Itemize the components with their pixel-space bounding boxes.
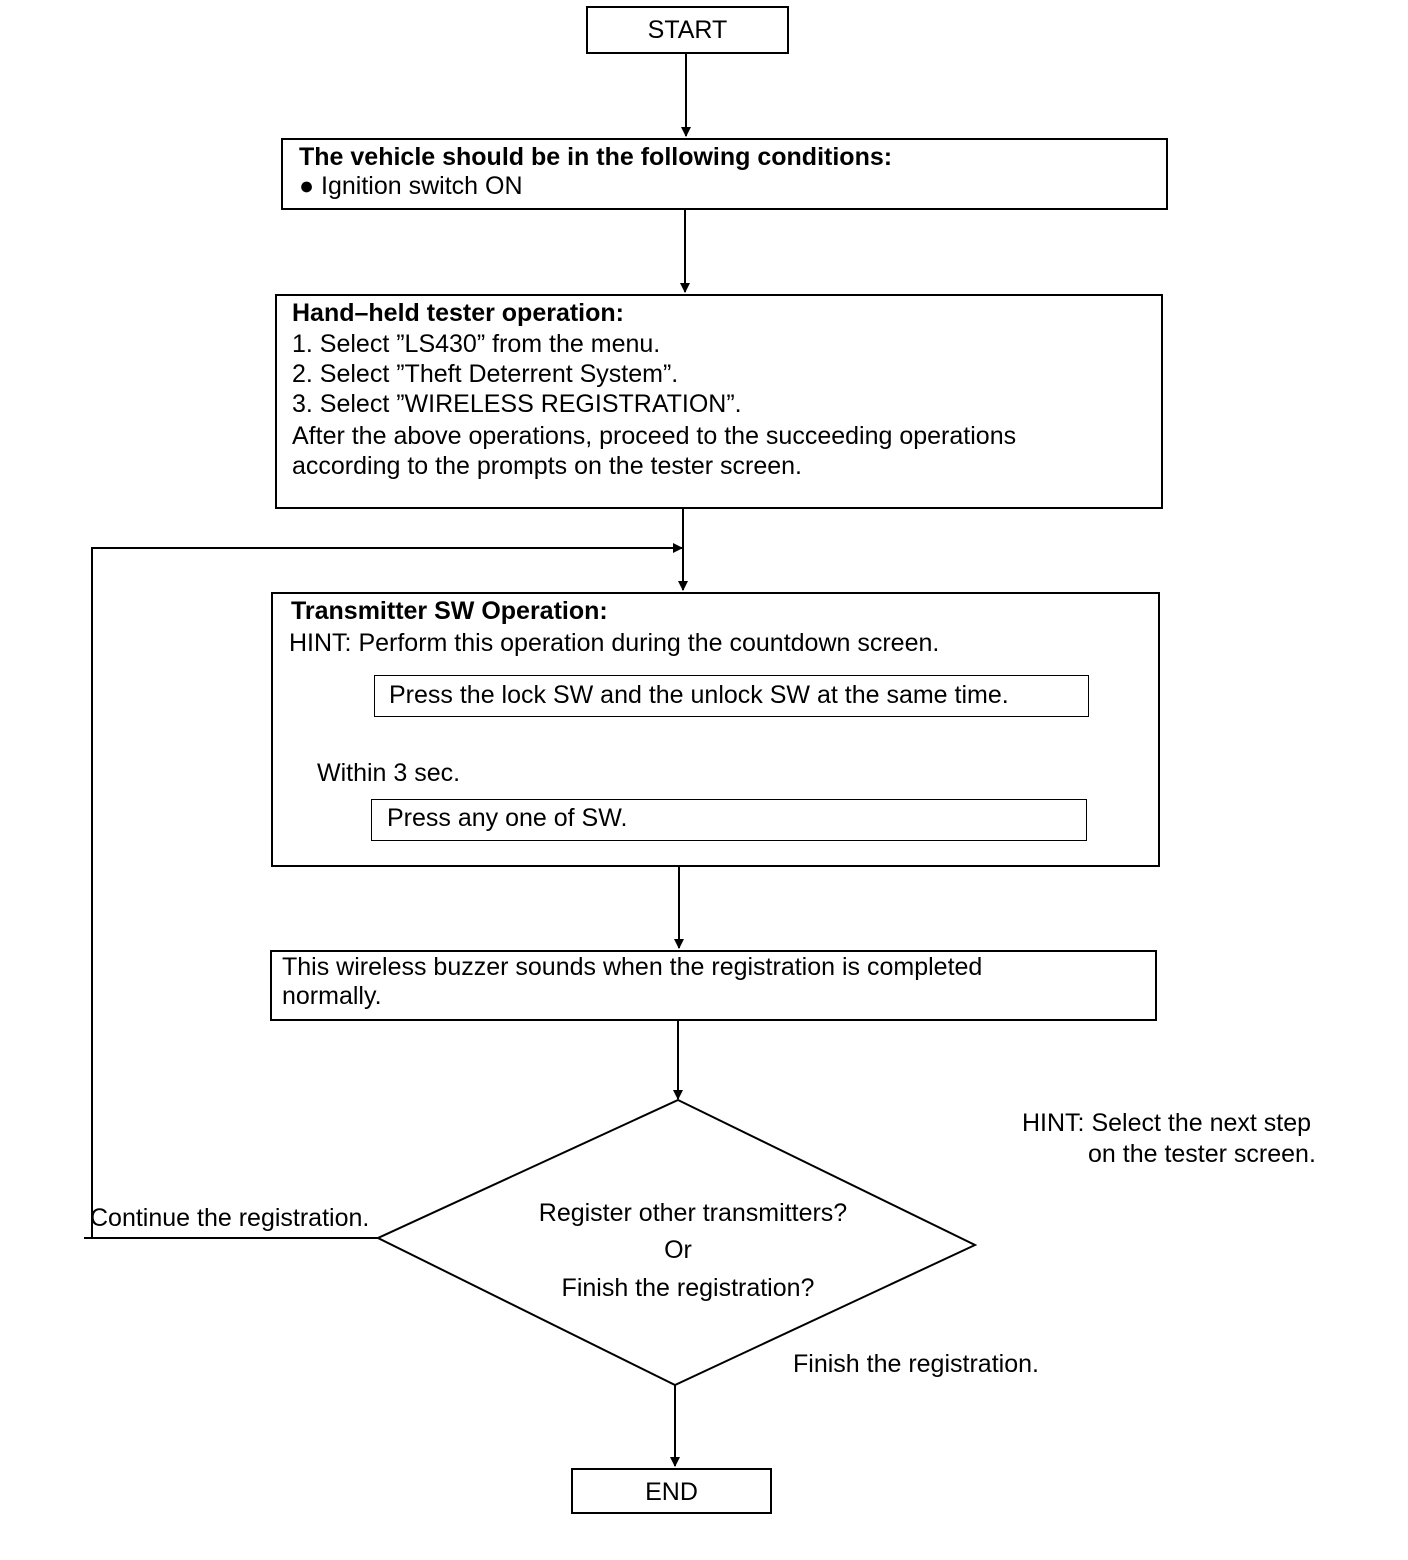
buzzer-line-1: This wireless buzzer sounds when the reg…: [282, 953, 983, 981]
tester-note-line-2: according to the prompts on the tester s…: [292, 452, 802, 480]
end-terminal: END: [571, 1468, 772, 1514]
lock-unlock-step-box: Press the lock SW and the unlock SW at t…: [374, 675, 1089, 717]
tester-step-1: 1. Select ”LS430” from the menu.: [292, 330, 661, 358]
tester-operation-box: Hand–held tester operation: 1. Select ”L…: [275, 294, 1163, 509]
tester-step-3: 3. Select ”WIRELESS REGISTRATION”.: [292, 390, 742, 418]
lock-unlock-step-text: Press the lock SW and the unlock SW at t…: [389, 681, 1009, 709]
side-hint-line-1: HINT: Select the next step: [1022, 1109, 1312, 1137]
conditions-item: ● Ignition switch ON: [299, 172, 523, 200]
side-hint-line-2: on the tester screen.: [1088, 1140, 1316, 1168]
start-label: START: [647, 16, 728, 44]
conditions-box: The vehicle should be in the following c…: [281, 138, 1168, 210]
conditions-heading: The vehicle should be in the following c…: [299, 143, 893, 171]
end-label: END: [645, 1478, 698, 1506]
start-terminal: START: [586, 6, 789, 54]
decision-line-3: Finish the registration?: [561, 1274, 815, 1302]
tester-heading: Hand–held tester operation:: [292, 299, 624, 327]
loop-back-line: [84, 543, 683, 1239]
finish-branch-label: Finish the registration.: [793, 1350, 1039, 1378]
transmitter-hint: HINT: Perform this operation during the …: [289, 629, 940, 657]
tester-note-line-1: After the above operations, proceed to t…: [292, 422, 1017, 450]
decision-line-2: Or: [664, 1236, 692, 1264]
press-any-step-text: Press any one of SW.: [387, 804, 628, 832]
buzzer-line-2: normally.: [282, 982, 382, 1010]
buzzer-box: This wireless buzzer sounds when the reg…: [270, 950, 1157, 1021]
transmitter-heading: Transmitter SW Operation:: [291, 597, 608, 625]
tester-step-2: 2. Select ”Theft Deterrent System”.: [292, 360, 679, 388]
decision-line-1: Register other transmitters?: [538, 1199, 848, 1227]
interval-label: Within 3 sec.: [317, 759, 461, 787]
continue-branch-label: Continue the registration.: [90, 1204, 370, 1232]
press-any-step-box: Press any one of SW.: [371, 799, 1087, 841]
